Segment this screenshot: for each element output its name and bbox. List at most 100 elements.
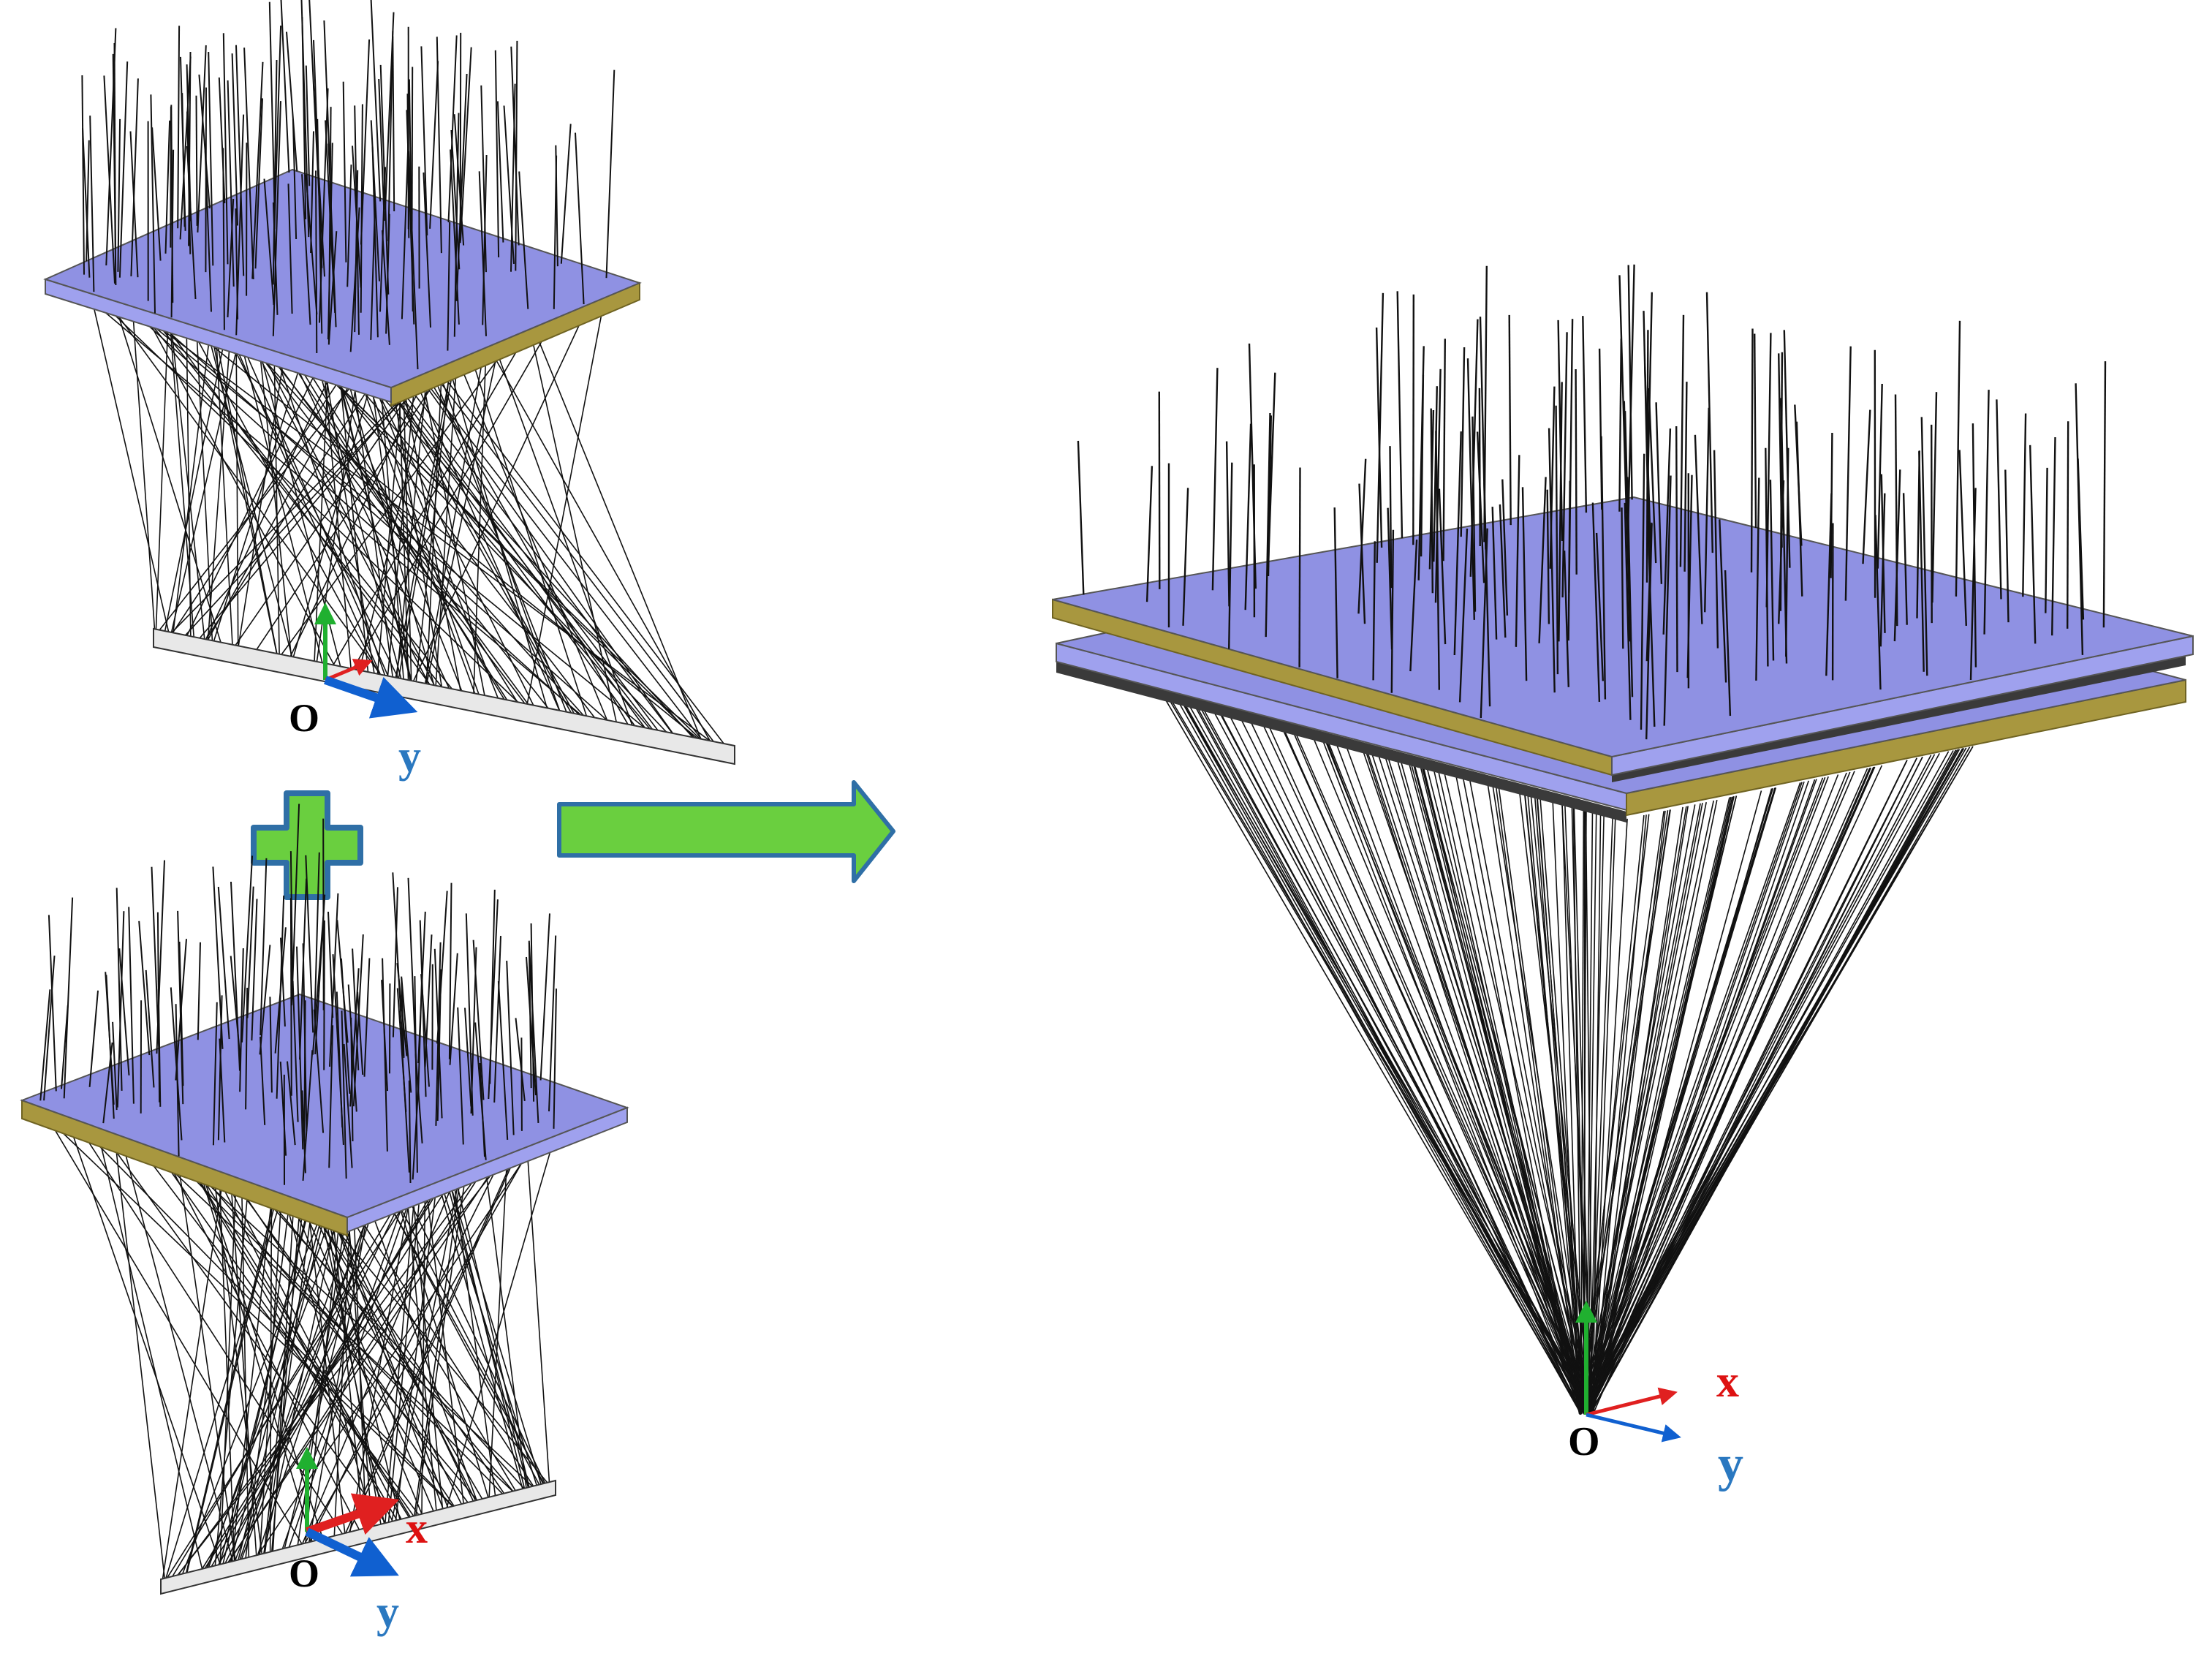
ray-upper	[1499, 504, 1507, 638]
ray-lower	[154, 323, 727, 754]
panel-a: O y	[43, 0, 735, 782]
ray-upper	[254, 98, 263, 269]
ray-upper	[436, 969, 442, 1122]
ray-upper	[450, 149, 460, 325]
ray-cone	[1395, 755, 1584, 1413]
panel-a-x-axis	[325, 659, 373, 682]
ray-upper	[343, 1043, 353, 1168]
ray-upper	[1546, 489, 1550, 624]
ray-upper	[115, 888, 123, 1091]
ray-upper	[488, 899, 499, 1100]
ray-lower	[302, 1191, 487, 1506]
ray-upper	[510, 83, 516, 272]
ray-upper	[325, 120, 336, 314]
ray-upper	[447, 35, 458, 223]
ray-upper	[1501, 479, 1509, 616]
ray-lower	[102, 1133, 391, 1530]
ray-upper	[392, 872, 404, 1056]
ray-upper	[1438, 488, 1447, 645]
ray-upper	[465, 913, 474, 1116]
ray-upper	[230, 956, 241, 1062]
ray-upper	[1958, 450, 1967, 626]
ray-upper	[1600, 436, 1607, 700]
ray-upper	[118, 61, 129, 278]
panel-combined: O x y	[1052, 264, 2194, 1492]
ray-cone	[1586, 803, 1703, 1410]
ray-lower	[115, 1120, 235, 1569]
ray-upper	[279, 1062, 287, 1156]
ray-cone	[1363, 746, 1582, 1410]
ray-upper	[1996, 399, 2002, 600]
ray-cone	[1183, 697, 1587, 1410]
ray-lower	[172, 313, 713, 751]
ray-upper	[117, 118, 121, 272]
ray-lower	[113, 1115, 520, 1498]
ray-lower	[273, 315, 525, 713]
ray-upper	[1724, 570, 1732, 717]
ray-upper	[272, 101, 281, 336]
ray-upper	[81, 75, 85, 275]
ray-upper	[1389, 446, 1393, 589]
ray-cone	[1265, 719, 1580, 1413]
ray-cone	[1246, 714, 1582, 1415]
ray-upper	[478, 171, 487, 336]
ray-lower	[178, 1155, 344, 1582]
ray-upper	[1435, 431, 1440, 690]
ray-upper	[260, 858, 268, 1036]
ray-upper	[1645, 330, 1649, 583]
ray-lower	[213, 1155, 406, 1526]
ray-upper	[1561, 332, 1568, 598]
ray-upper	[346, 165, 352, 287]
ray-upper	[164, 120, 171, 254]
ray-upper	[1077, 440, 1085, 595]
ray-upper	[496, 101, 504, 243]
panel-b-plate-top	[20, 993, 629, 1219]
ray-upper	[1442, 339, 1447, 562]
ray-upper	[382, 958, 388, 1152]
ray-lower	[114, 294, 659, 740]
ray-upper	[1376, 292, 1385, 563]
ray-upper	[464, 1007, 472, 1107]
ray-upper	[385, 12, 395, 210]
ray-upper	[118, 948, 130, 1075]
ray-cone	[1584, 797, 1730, 1412]
ray-upper	[1931, 392, 1938, 603]
ray-lower	[328, 1179, 365, 1536]
ray-upper	[479, 1062, 485, 1157]
ray-lower	[88, 288, 172, 641]
ray-upper	[401, 143, 409, 320]
ray-lower	[251, 1122, 550, 1565]
ray-upper	[560, 124, 572, 264]
ray-upper	[1825, 493, 1833, 676]
ray-upper	[299, 878, 308, 1060]
ray-upper	[453, 114, 465, 246]
ray-upper	[1476, 431, 1485, 583]
ray-upper	[315, 170, 318, 354]
ray-upper	[327, 911, 334, 1018]
ray-upper	[1538, 477, 1547, 643]
ray-upper	[1969, 488, 1977, 681]
ray-upper	[1862, 409, 1871, 564]
ray-upper	[323, 20, 332, 197]
ray-upper	[1778, 480, 1785, 624]
ray-upper	[493, 936, 501, 1103]
ray-cone	[1580, 771, 1855, 1409]
ray-lower	[412, 1155, 464, 1524]
ray-upper	[455, 73, 468, 301]
ray-upper	[401, 978, 412, 1093]
ray-cone	[1587, 806, 1687, 1411]
ray-upper	[1705, 292, 1713, 553]
ray-upper	[414, 976, 418, 1173]
ray-cone	[1164, 691, 1591, 1411]
ray-upper	[303, 1000, 306, 1142]
ray-cone	[1591, 790, 1762, 1410]
right-arrow-icon	[557, 780, 895, 883]
panel-combined-origin-label: O	[1568, 1419, 1600, 1464]
ray-cone	[1590, 779, 1816, 1410]
ray-lower	[178, 1167, 238, 1568]
ray-cone	[1583, 776, 1829, 1409]
ray-cone	[1589, 796, 1733, 1414]
ray-upper	[448, 882, 452, 1059]
ray-upper	[313, 1009, 325, 1133]
ray-upper	[327, 231, 338, 345]
